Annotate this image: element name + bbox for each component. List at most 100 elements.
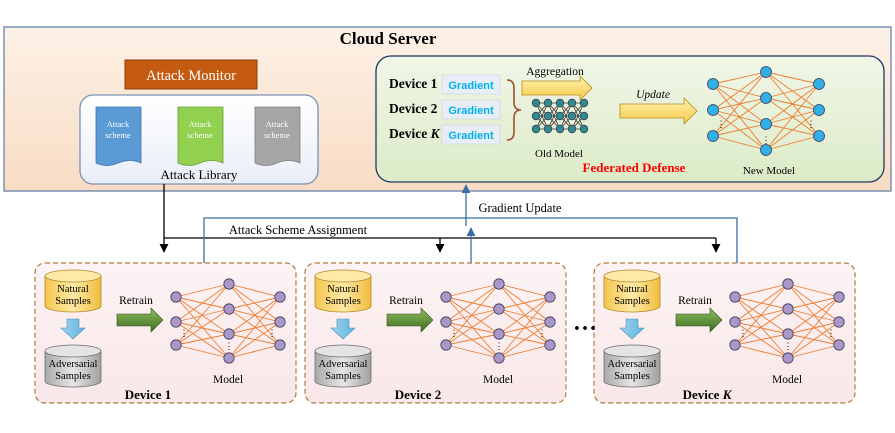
neuron-node [782, 352, 794, 364]
device-name: Device K [683, 387, 733, 402]
network-edge [445, 308, 500, 346]
neuron-node [493, 278, 505, 290]
neuron-node [544, 291, 556, 303]
model-label: Model [213, 374, 243, 386]
network-edge [734, 283, 789, 323]
attack-scheme-doc-blue: Attack scheme [95, 106, 142, 166]
neuron-node [555, 124, 565, 134]
network-edge [175, 321, 230, 335]
samples-label: Samples [325, 371, 361, 382]
natural-label: Natural [616, 284, 648, 295]
network-edge [445, 283, 500, 323]
model-label: Model [772, 374, 802, 386]
network-edge [765, 109, 820, 151]
neuron-node [760, 66, 772, 78]
update-arrow [619, 97, 698, 125]
network-edge [734, 283, 789, 298]
network-edge [712, 97, 767, 137]
neuron-node [543, 124, 553, 134]
retrain-label: Retrain [678, 295, 712, 307]
neuron-node [729, 291, 741, 303]
retrain-label: Retrain [119, 295, 153, 307]
device-name: Device 1 [125, 387, 172, 402]
network-edge [787, 296, 840, 310]
federated-defense-box [375, 55, 885, 183]
samples-label: Samples [55, 371, 91, 382]
network-edge [765, 71, 820, 85]
network-edge [787, 283, 840, 346]
cloud-server-title: Cloud Server [340, 29, 437, 48]
neuron-node [223, 303, 235, 315]
network-edge [734, 333, 789, 346]
neuron-node [813, 78, 825, 90]
neuron-node [493, 328, 505, 340]
neuron-node [833, 316, 845, 328]
neuron-node [760, 118, 772, 130]
attack-monitor-label: Attack Monitor [146, 68, 236, 84]
neuron-node [579, 98, 589, 108]
neuron-node [782, 278, 794, 290]
network-edge [228, 283, 281, 298]
new-model-label: New Model [743, 165, 795, 177]
attack-scheme-doc-gray: Attack scheme [254, 106, 301, 166]
fed-device-1-label: Device 1 [389, 76, 438, 91]
transform-down-arrow [619, 318, 645, 340]
network-edge [175, 308, 230, 323]
gradient-brace [506, 79, 522, 141]
neuron-node [760, 144, 772, 156]
neuron-node [543, 98, 553, 108]
device-model-network: ⋮⋮⋮ [729, 278, 845, 364]
attack-scheme-assignment-label: Attack Scheme Assignment [229, 223, 368, 237]
neuron-node [274, 316, 286, 328]
transform-down-arrow [60, 318, 86, 340]
update-label: Update [636, 89, 670, 101]
samples-label: Samples [55, 296, 91, 307]
gradient-chip-1: Gradient [441, 74, 501, 95]
neuron-node [707, 78, 719, 90]
network-edge [787, 296, 840, 335]
network-edge [445, 308, 500, 323]
layer-dots: ⋮ [538, 328, 547, 338]
network-edge [228, 344, 281, 359]
neuron-node [707, 130, 719, 142]
network-edge [175, 283, 230, 298]
layer-dots: ⋮ [827, 328, 836, 338]
network-edge [445, 344, 500, 359]
layer-dots: ⋮ [739, 328, 748, 338]
neuron-node [729, 339, 741, 351]
neuron-node [707, 104, 719, 116]
neuron-node [440, 291, 452, 303]
neuron-node [544, 316, 556, 328]
gradient-chip-k: Gradient [441, 124, 501, 145]
network-edge [175, 321, 230, 359]
layer-dots: ⋮ [225, 341, 234, 351]
svg-text:Gradient: Gradient [448, 105, 494, 117]
network-edge [559, 102, 573, 130]
neuron-node [543, 111, 553, 121]
scheme-line2: scheme [105, 130, 131, 140]
neuron-node [813, 130, 825, 142]
attack-scheme-connectors [159, 184, 721, 253]
network-edge [175, 283, 230, 346]
natural-label: Natural [327, 284, 359, 295]
layer-dots: ⋮ [180, 328, 189, 338]
network-edge [498, 283, 551, 346]
neuron-node [223, 328, 235, 340]
network-edge [765, 83, 820, 99]
gradient-chip-2: Gradient [441, 99, 501, 120]
neuron-node [440, 316, 452, 328]
gradient-update-connectors [203, 184, 738, 263]
network-edge [445, 321, 500, 359]
neuron-node [760, 92, 772, 104]
old-model-label: Old Model [535, 148, 583, 160]
network-edge [734, 283, 789, 346]
aggregation-arrow [521, 75, 593, 101]
neuron-node [567, 111, 577, 121]
neuron-node [567, 124, 577, 134]
network-edge [498, 321, 551, 359]
